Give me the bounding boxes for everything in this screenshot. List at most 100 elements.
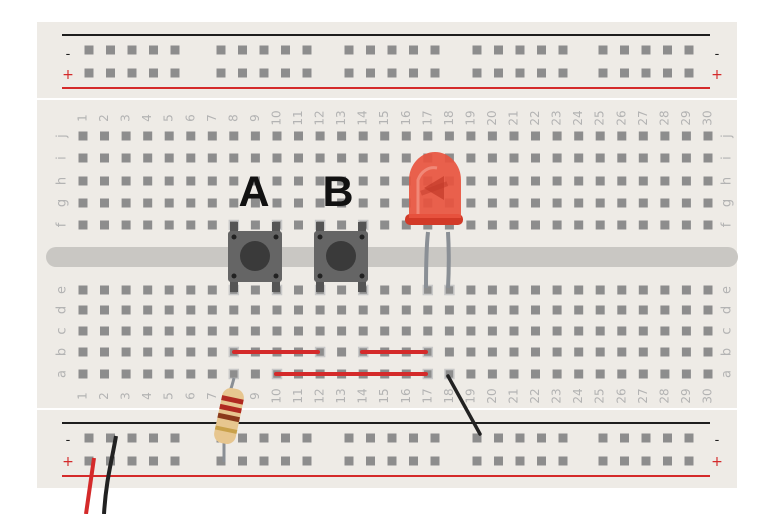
breadboard-hole[interactable] bbox=[660, 220, 670, 230]
power-rail-hole[interactable] bbox=[387, 68, 397, 78]
breadboard-hole[interactable] bbox=[466, 220, 476, 230]
power-rail-hole[interactable] bbox=[259, 45, 269, 55]
breadboard-hole[interactable] bbox=[552, 347, 562, 357]
breadboard-hole[interactable] bbox=[315, 131, 325, 141]
breadboard-hole[interactable] bbox=[617, 198, 627, 208]
breadboard-hole[interactable] bbox=[164, 153, 174, 163]
breadboard-hole[interactable] bbox=[337, 198, 347, 208]
breadboard-hole[interactable] bbox=[100, 220, 109, 230]
breadboard-hole[interactable] bbox=[337, 347, 347, 357]
pushbutton-a-cap[interactable] bbox=[240, 241, 270, 271]
power-rail-hole[interactable] bbox=[106, 45, 115, 55]
breadboard-hole[interactable] bbox=[207, 347, 217, 357]
breadboard-hole[interactable] bbox=[681, 347, 691, 357]
breadboard-hole[interactable] bbox=[186, 153, 196, 163]
power-rail-hole[interactable] bbox=[238, 456, 247, 466]
breadboard-hole[interactable] bbox=[250, 285, 260, 295]
breadboard-hole[interactable] bbox=[401, 285, 411, 295]
power-rail-hole[interactable] bbox=[149, 45, 158, 55]
power-rail-hole[interactable] bbox=[430, 45, 440, 55]
breadboard-hole[interactable] bbox=[466, 153, 476, 163]
power-rail-hole[interactable] bbox=[472, 45, 482, 55]
breadboard-hole[interactable] bbox=[617, 153, 627, 163]
breadboard-hole[interactable] bbox=[595, 369, 605, 379]
breadboard-hole[interactable] bbox=[423, 305, 433, 315]
breadboard-hole[interactable] bbox=[380, 131, 390, 141]
power-rail-hole[interactable] bbox=[558, 456, 568, 466]
power-rail-hole[interactable] bbox=[430, 68, 440, 78]
breadboard-hole[interactable] bbox=[100, 176, 109, 186]
breadboard-hole[interactable] bbox=[250, 153, 260, 163]
breadboard-hole[interactable] bbox=[444, 131, 454, 141]
breadboard-hole[interactable] bbox=[681, 198, 691, 208]
power-rail-hole[interactable] bbox=[127, 456, 137, 466]
breadboard-hole[interactable] bbox=[552, 326, 562, 336]
power-rail-hole[interactable] bbox=[494, 456, 503, 466]
breadboard-hole[interactable] bbox=[552, 176, 562, 186]
breadboard-hole[interactable] bbox=[509, 347, 519, 357]
breadboard-hole[interactable] bbox=[164, 369, 174, 379]
breadboard-hole[interactable] bbox=[638, 326, 648, 336]
breadboard-hole[interactable] bbox=[638, 220, 648, 230]
power-rail-hole[interactable] bbox=[537, 45, 546, 55]
breadboard-hole[interactable] bbox=[358, 153, 368, 163]
power-rail-hole[interactable] bbox=[409, 433, 418, 443]
breadboard-hole[interactable] bbox=[638, 131, 648, 141]
breadboard-hole[interactable] bbox=[164, 285, 174, 295]
power-rail-hole[interactable] bbox=[302, 433, 312, 443]
breadboard-hole[interactable] bbox=[703, 220, 713, 230]
breadboard-hole[interactable] bbox=[552, 220, 562, 230]
breadboard-hole[interactable] bbox=[531, 347, 540, 357]
breadboard-hole[interactable] bbox=[466, 305, 476, 315]
power-rail-hole[interactable] bbox=[127, 68, 137, 78]
breadboard-hole[interactable] bbox=[487, 326, 497, 336]
breadboard-hole[interactable] bbox=[703, 305, 713, 315]
power-rail-hole[interactable] bbox=[684, 433, 694, 443]
pushbutton-a[interactable] bbox=[228, 222, 282, 292]
breadboard-hole[interactable] bbox=[186, 198, 196, 208]
power-rail-hole[interactable] bbox=[281, 45, 290, 55]
breadboard-hole[interactable] bbox=[78, 326, 88, 336]
breadboard-hole[interactable] bbox=[681, 220, 691, 230]
power-rail-hole[interactable] bbox=[170, 45, 180, 55]
breadboard-hole[interactable] bbox=[509, 326, 519, 336]
power-rail-hole[interactable] bbox=[366, 68, 375, 78]
breadboard-hole[interactable] bbox=[229, 176, 239, 186]
power-rail-hole[interactable] bbox=[84, 433, 94, 443]
breadboard-hole[interactable] bbox=[401, 305, 411, 315]
breadboard-hole[interactable] bbox=[487, 305, 497, 315]
power-rail-hole[interactable] bbox=[170, 456, 180, 466]
power-rail-hole[interactable] bbox=[344, 433, 354, 443]
breadboard-hole[interactable] bbox=[574, 369, 584, 379]
power-rail-hole[interactable] bbox=[684, 45, 694, 55]
breadboard-hole[interactable] bbox=[229, 198, 239, 208]
breadboard-hole[interactable] bbox=[595, 198, 605, 208]
power-rail-hole[interactable] bbox=[663, 433, 672, 443]
power-rail-hole[interactable] bbox=[281, 456, 290, 466]
breadboard-hole[interactable] bbox=[681, 369, 691, 379]
breadboard-hole[interactable] bbox=[358, 326, 368, 336]
breadboard-hole[interactable] bbox=[595, 176, 605, 186]
breadboard-hole[interactable] bbox=[466, 326, 476, 336]
breadboard-hole[interactable] bbox=[207, 176, 217, 186]
breadboard-hole[interactable] bbox=[143, 305, 153, 315]
breadboard-hole[interactable] bbox=[681, 131, 691, 141]
breadboard-hole[interactable] bbox=[294, 176, 303, 186]
breadboard-hole[interactable] bbox=[380, 220, 390, 230]
breadboard-hole[interactable] bbox=[121, 198, 131, 208]
power-rail-hole[interactable] bbox=[620, 45, 629, 55]
breadboard-hole[interactable] bbox=[186, 220, 196, 230]
breadboard-hole[interactable] bbox=[660, 369, 670, 379]
breadboard-hole[interactable] bbox=[337, 285, 347, 295]
breadboard-hole[interactable] bbox=[250, 326, 260, 336]
power-rail-hole[interactable] bbox=[387, 456, 397, 466]
breadboard-hole[interactable] bbox=[401, 198, 411, 208]
breadboard-hole[interactable] bbox=[315, 326, 325, 336]
power-rail-hole[interactable] bbox=[84, 68, 94, 78]
breadboard-hole[interactable] bbox=[380, 305, 390, 315]
breadboard-hole[interactable] bbox=[660, 131, 670, 141]
breadboard-hole[interactable] bbox=[186, 369, 196, 379]
power-rail-hole[interactable] bbox=[366, 433, 375, 443]
breadboard-hole[interactable] bbox=[143, 369, 153, 379]
power-rail-hole[interactable] bbox=[494, 433, 503, 443]
